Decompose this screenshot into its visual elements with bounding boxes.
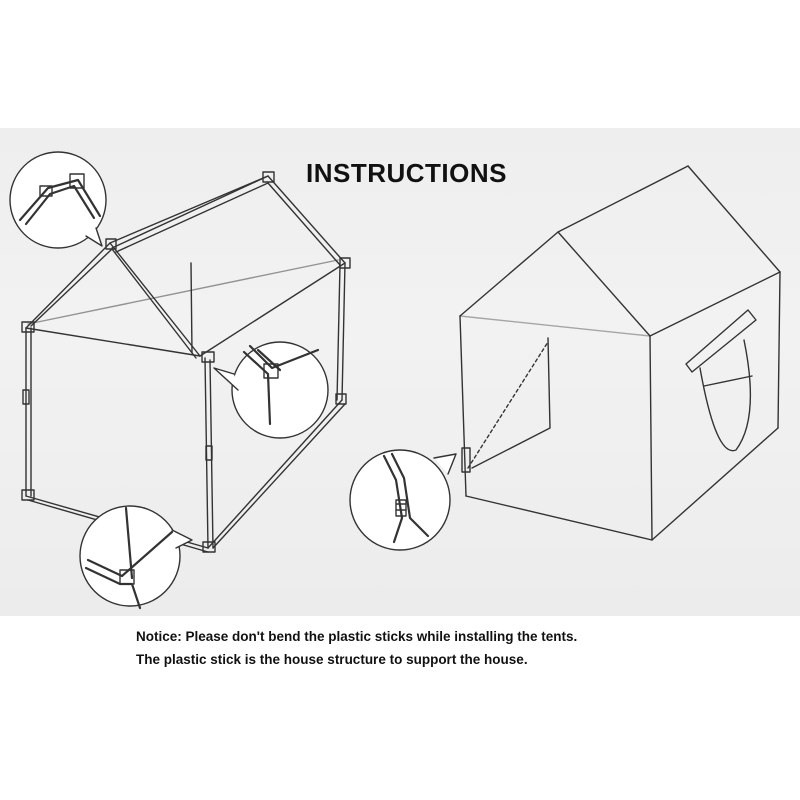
tent-diagram <box>349 165 781 551</box>
assembly-illustration <box>9 151 781 610</box>
notice-text: Notice: Please don't bend the plastic st… <box>136 625 756 671</box>
frame-diagram <box>9 151 351 610</box>
notice-line-1: Notice: Please don't bend the plastic st… <box>136 629 578 644</box>
notice-line-2: The plastic stick is the house structure… <box>136 652 528 667</box>
page-title: INSTRUCTIONS <box>306 158 507 188</box>
